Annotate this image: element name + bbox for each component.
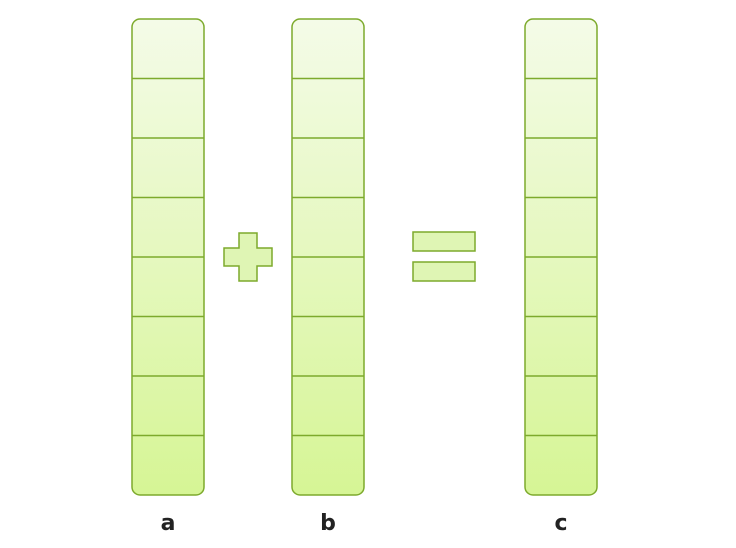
vector-b: b: [291, 18, 365, 536]
vector-a-cells: [132, 77, 204, 437]
equals-bottom-bar: [412, 261, 476, 282]
equals-icon: [412, 231, 476, 282]
vector-b-label: b: [320, 511, 336, 536]
vector-c: c: [524, 18, 598, 536]
plus-icon: [223, 232, 273, 282]
vector-c-label: c: [554, 511, 567, 536]
vector-a: a: [131, 18, 205, 536]
vector-b-cells: [292, 77, 364, 437]
vector-c-cells: [525, 77, 597, 437]
vector-a-label: a: [161, 511, 176, 536]
equals-top-bar: [412, 231, 476, 252]
